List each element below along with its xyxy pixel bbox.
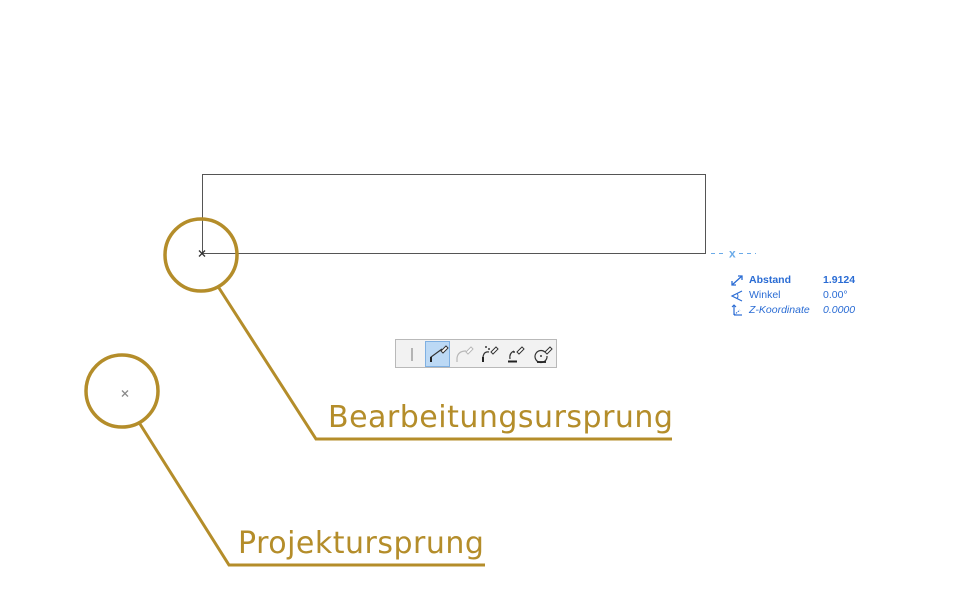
distance-icon: [731, 275, 743, 286]
edit-origin-callout-circle: [163, 217, 239, 293]
distance-value[interactable]: 1.9124: [823, 274, 856, 286]
cursor-marker: x: [729, 247, 736, 261]
arc-pencil-icon: [456, 345, 474, 362]
circle-pencil-icon: [534, 345, 554, 363]
z-coordinate-value[interactable]: 0.0000: [823, 304, 856, 316]
z-coordinate-icon: [731, 304, 742, 316]
edit-origin-leader-line: [217, 287, 672, 441]
angle-icon: [730, 290, 743, 302]
angle-label: Winkel: [749, 289, 781, 301]
edit-origin-marker: [198, 250, 206, 257]
geometry-method-toolbar: [395, 339, 557, 368]
centerpoint-arc-tool-button[interactable]: [504, 341, 529, 367]
distance-label: Abstand: [749, 274, 791, 286]
line-icon: [411, 347, 413, 361]
project-origin-callout-circle: [84, 353, 160, 429]
spline-pencil-icon: [482, 345, 499, 362]
drawn-rectangle: [202, 174, 706, 254]
angle-value[interactable]: 0.00°: [823, 289, 848, 301]
project-origin-leader-line: [138, 423, 485, 567]
polyline-tool-button[interactable]: [425, 340, 451, 367]
pencil-line-icon: [429, 344, 449, 362]
project-origin-label: Projektursprung: [238, 526, 485, 561]
circle-tool-button[interactable]: [530, 341, 555, 367]
z-coordinate-label: Z-Koordinate: [749, 304, 810, 316]
spline-tool-button[interactable]: [478, 341, 503, 367]
project-origin-marker: [121, 390, 129, 397]
single-line-tool-button[interactable]: [399, 341, 424, 367]
edit-origin-label: Bearbeitungsursprung: [328, 400, 674, 435]
tangent-arc-tool-button[interactable]: [451, 341, 476, 367]
center-arc-pencil-icon: [508, 345, 525, 362]
